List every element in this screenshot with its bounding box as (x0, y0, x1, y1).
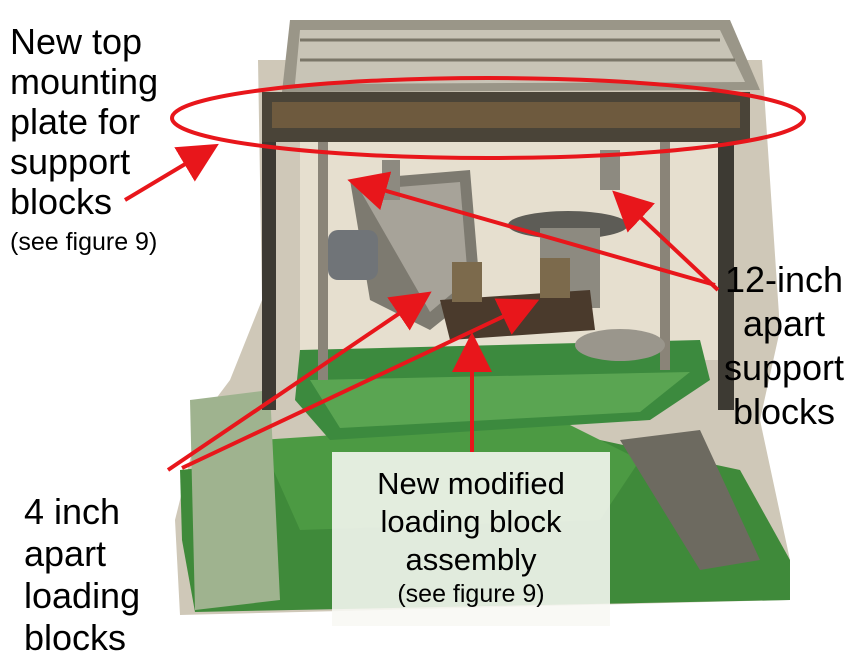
support-blocks-label-line: 12-inch (724, 259, 844, 300)
support-blocks-label-line: support (723, 347, 845, 388)
support-block-arrow-right (612, 190, 720, 292)
loading-assembly-label-line: loading block (380, 504, 562, 539)
top-plate-label-line: mounting (10, 61, 159, 102)
top-plate-label: New top mounting plate for support block… (10, 24, 210, 255)
support-block-arrow-left (347, 171, 716, 287)
loading-blocks-label-line: 4 inch (24, 491, 121, 532)
loading-blocks-label-line: blocks (24, 617, 127, 658)
support-blocks-label: 12-inch apart support blocks (718, 262, 850, 438)
loading-assembly-label-line: assembly (405, 542, 537, 577)
top-plate-label-line: blocks (10, 181, 113, 222)
loading-assembly-label: New modified loading block assembly (see… (332, 452, 610, 626)
loading-assembly-label-line: New modified (377, 466, 565, 501)
top-plate-label-line: New top (10, 21, 143, 62)
top-plate-figure-ref: (see figure 9) (10, 228, 158, 256)
loading-blocks-label-line: loading (24, 575, 141, 616)
loading-blocks-label-line: apart (24, 533, 107, 574)
top-plate-label-line: plate for (10, 101, 141, 142)
support-blocks-label-line: apart (742, 303, 826, 344)
loading-block-arrow-1 (166, 291, 432, 472)
loading-block-arrow-2 (181, 298, 540, 470)
loading-assembly-figure-ref: (see figure 9) (397, 580, 545, 608)
top-plate-label-line: support (10, 141, 131, 182)
loading-blocks-label: 4 inch apart loading blocks (24, 494, 204, 662)
top-plate-arrow (123, 143, 219, 202)
top-plate-highlight-ellipse (170, 76, 806, 160)
support-blocks-label-line: blocks (732, 391, 836, 432)
